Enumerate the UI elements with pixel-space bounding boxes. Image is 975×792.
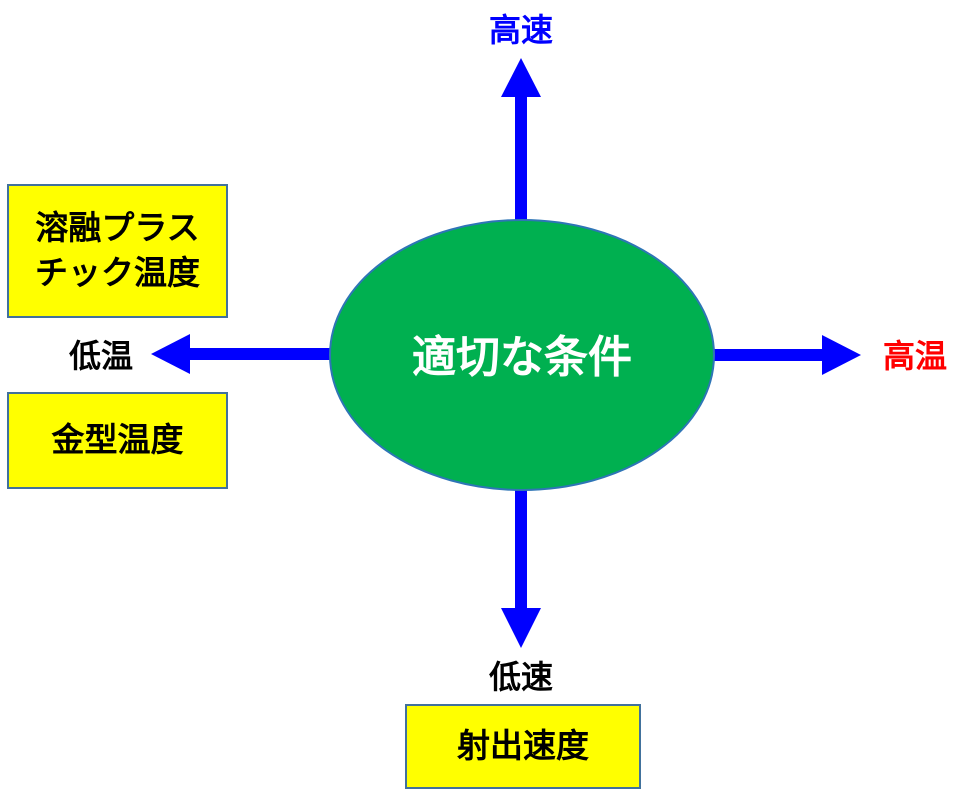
arrow-up-shaft	[515, 95, 527, 225]
arrow-left-head	[151, 334, 190, 374]
melt-temperature-box: 溶融プラス チック温度	[7, 184, 228, 318]
mold-temperature-box: 金型温度	[7, 392, 228, 489]
center-label: 適切な条件	[412, 332, 632, 383]
axis-label-low-speed: 低速	[488, 658, 554, 696]
injection-speed-label: 射出速度	[457, 726, 589, 766]
mold-temperature-label: 金型温度	[51, 420, 184, 460]
axis-label-low-temp: 低温	[68, 337, 134, 375]
axis-label-high-temp: 高温	[882, 337, 948, 375]
axis-label-high-speed: 高速	[488, 11, 554, 49]
arrow-left-shaft	[188, 348, 333, 360]
arrow-up-head	[501, 58, 541, 97]
arrow-down-shaft	[515, 485, 527, 610]
arrow-right-head	[822, 335, 861, 375]
arrow-down-head	[501, 608, 541, 648]
melt-temperature-line2: チック温度	[35, 253, 200, 292]
arrow-right-shaft	[710, 349, 825, 361]
injection-speed-box: 射出速度	[405, 704, 641, 789]
melt-temperature-line1: 溶融プラス	[35, 208, 200, 248]
center-ellipse	[329, 219, 715, 491]
